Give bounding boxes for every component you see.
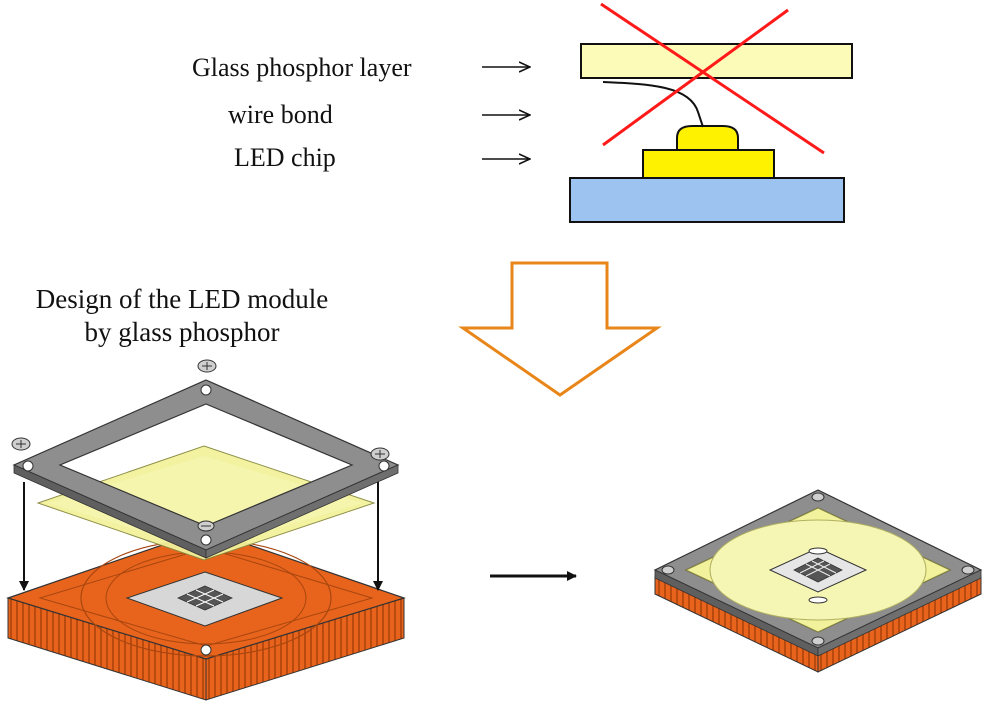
glass-phosphor-layer-label: Glass phosphor layer: [192, 53, 412, 82]
assembled-module-drawing: [653, 489, 983, 673]
screw-hole: [200, 644, 212, 656]
design-caption-line2: by glass phosphor: [85, 317, 280, 347]
screw-icon: [11, 437, 31, 451]
substrate-block: [569, 177, 845, 223]
exploded-module-drawing: [6, 359, 406, 701]
led-chip-label: LED chip: [234, 143, 336, 172]
bond-pad-block: [676, 125, 739, 151]
screw-icon: [197, 520, 215, 532]
led-chip-block: [642, 149, 775, 179]
screw-icon: [197, 359, 217, 373]
screw-icon: [661, 492, 975, 646]
design-caption-line1: Design of the LED module: [36, 284, 328, 314]
cross-mark-icon: [600, 2, 825, 155]
wire-bond-line: [602, 81, 704, 128]
screw-icon: [370, 447, 390, 461]
cross-section-diagram: [569, 43, 853, 223]
wire-bond-label: wire bond: [228, 100, 333, 129]
down-arrow-icon: [458, 261, 662, 397]
